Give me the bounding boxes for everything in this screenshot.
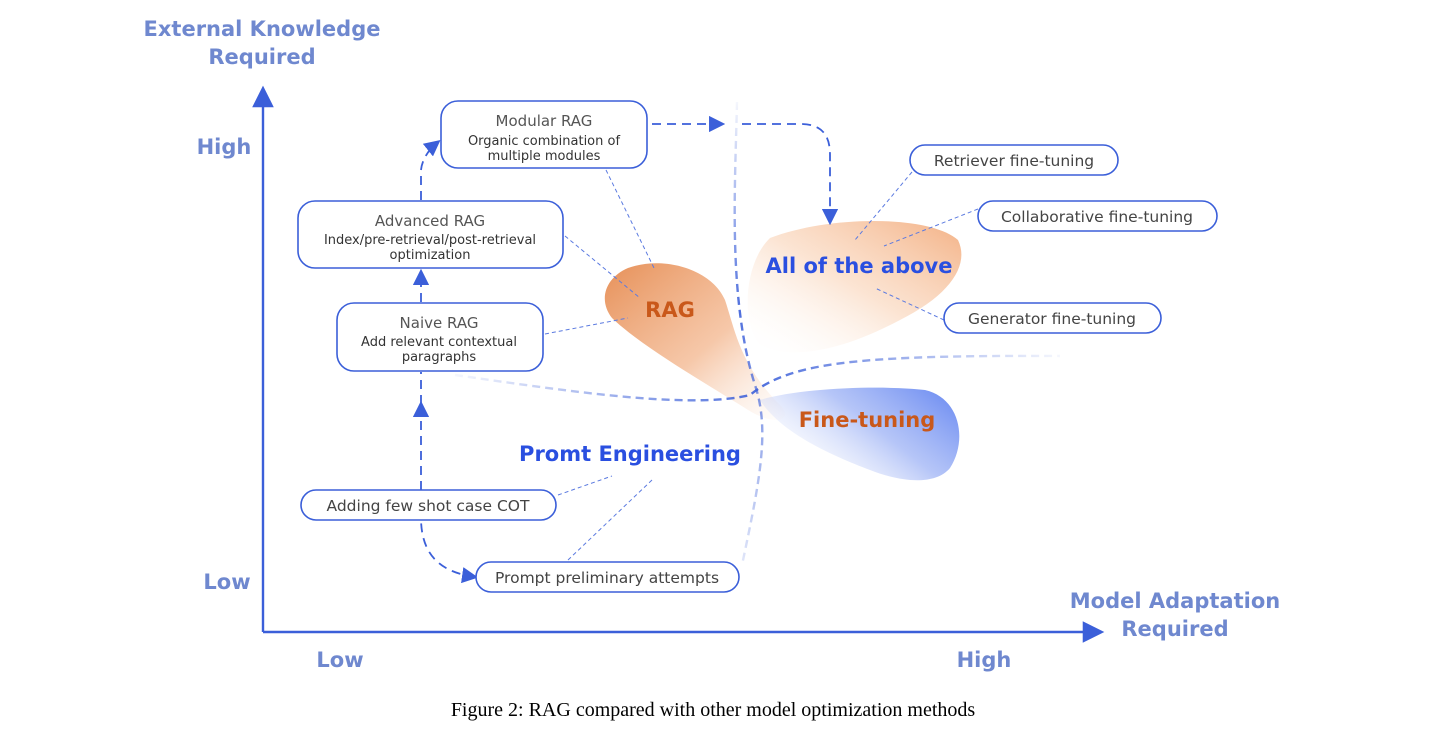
y-axis-title-line2: Required <box>208 45 315 69</box>
modular-rag-box: Modular RAG Organic combination of multi… <box>440 100 648 169</box>
naive-rag-box: Naive RAG Add relevant contextual paragr… <box>336 302 544 372</box>
leader-preliminary-to-prompt <box>567 479 653 561</box>
flow-preliminary-to-fewshot <box>420 519 479 584</box>
y-level-high: High <box>197 135 252 159</box>
generator-pill-label: Generator fine-tuning <box>968 310 1136 328</box>
modular-rag-desc1: Organic combination of <box>468 134 621 149</box>
collaborative-pill-label: Collaborative fine-tuning <box>1001 208 1193 226</box>
flow-advanced-to-modular <box>420 139 441 200</box>
leader-advanced-to-rag <box>564 235 641 299</box>
flow-to-all-above <box>742 123 839 226</box>
naive-rag-title: Naive RAG <box>400 314 479 332</box>
all-above-region <box>747 220 962 353</box>
leader-retriever <box>854 171 913 241</box>
advanced-rag-desc1: Index/pre-retrieval/post-retrieval <box>324 233 536 248</box>
leader-generator <box>874 287 945 321</box>
advanced-rag-box: Advanced RAG Index/pre-retrieval/post-re… <box>297 200 564 269</box>
y-level-low: Low <box>203 570 250 594</box>
fine-tuning-region <box>760 387 960 481</box>
leader-modular-to-rag <box>605 169 656 271</box>
retriever-pill-label: Retriever fine-tuning <box>934 152 1094 170</box>
advanced-rag-desc2: optimization <box>390 248 471 263</box>
retriever-pill: Retriever fine-tuning <box>909 144 1119 176</box>
leader-naive-to-rag <box>544 317 629 335</box>
x-axis-title-line1: Model Adaptation <box>1070 589 1280 613</box>
region-fine-tuning-label: Fine-tuning <box>799 408 936 432</box>
modular-rag-title: Modular RAG <box>496 112 593 130</box>
region-prompt-engineering-label: Promt Engineering <box>519 442 741 466</box>
boundary-curve-vertical <box>733 101 764 566</box>
y-axis-title-line1: External Knowledge <box>144 17 381 41</box>
few-shot-pill: Adding few shot case COT <box>300 489 557 521</box>
leader-fewshot-to-prompt <box>557 475 613 496</box>
collaborative-pill: Collaborative fine-tuning <box>977 200 1218 232</box>
preliminary-pill-label: Prompt preliminary attempts <box>495 569 719 587</box>
modular-rag-desc2: multiple modules <box>488 149 601 164</box>
x-level-low: Low <box>316 648 363 672</box>
naive-rag-desc1: Add relevant contextual <box>361 335 517 350</box>
few-shot-pill-label: Adding few shot case COT <box>327 497 530 515</box>
advanced-rag-title: Advanced RAG <box>375 212 485 230</box>
preliminary-pill: Prompt preliminary attempts <box>475 561 740 593</box>
x-level-high: High <box>957 648 1012 672</box>
figure-caption: Figure 2: RAG compared with other model … <box>451 699 976 721</box>
region-all-above-label: All of the above <box>766 254 953 278</box>
generator-pill: Generator fine-tuning <box>943 302 1162 334</box>
leader-collaborative <box>883 208 979 247</box>
x-axis-title-line2: Required <box>1121 617 1228 641</box>
naive-rag-desc2: paragraphs <box>402 350 477 365</box>
region-rag-label: RAG <box>645 298 695 322</box>
boundary-curve-horizontal <box>454 354 1061 402</box>
rag-region <box>604 263 786 420</box>
